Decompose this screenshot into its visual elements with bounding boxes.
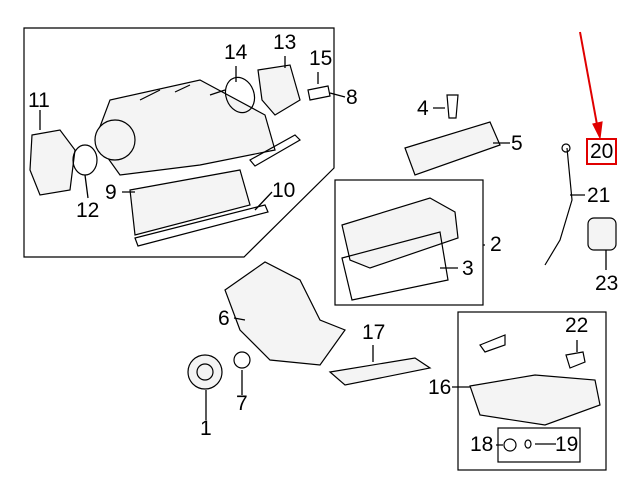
pulley-icon [187, 354, 223, 390]
leader-lines [39, 56, 607, 446]
throttle-body-icon [29, 129, 76, 196]
timing-cover-icon [224, 261, 346, 366]
callout-20[interactable]: 20 [586, 138, 618, 165]
callout-13: 13 [273, 31, 297, 54]
lower-manifold-icon [129, 169, 251, 236]
callout-7: 7 [236, 392, 248, 415]
callout-10: 10 [272, 179, 296, 202]
callout-19: 19 [555, 433, 579, 456]
callout-22: 22 [565, 314, 589, 337]
red-pointer-arrow [579, 31, 599, 131]
callout-2: 2 [490, 233, 502, 256]
callout-18: 18 [470, 433, 494, 456]
oil-sensor-icon [565, 351, 586, 369]
callout-1: 1 [200, 417, 212, 440]
engine-cover-icon [404, 121, 501, 176]
intake-group-frame [23, 27, 335, 258]
dipstick-icon [544, 147, 573, 266]
callout-14: 14 [224, 41, 248, 64]
callout-23: 23 [595, 272, 619, 295]
callout-17: 17 [362, 321, 386, 344]
callout-16: 16 [428, 376, 452, 399]
oil-pan-icon [469, 374, 601, 426]
callout-9: 9 [105, 181, 117, 204]
seal-icon [233, 351, 251, 369]
callout-12: 12 [76, 199, 100, 222]
callout-6: 6 [218, 307, 230, 330]
plate-gasket-icon [224, 76, 256, 114]
oil-filter-icon [587, 217, 617, 251]
sensor-icon [307, 85, 331, 101]
callout-8: 8 [346, 86, 358, 109]
callout-11: 11 [28, 89, 50, 112]
callout-21: 21 [587, 184, 611, 207]
valve-cover-gasket-icon [341, 231, 449, 301]
intake-manifold-icon [94, 79, 276, 176]
drain-gasket-icon [524, 439, 532, 449]
callout-15: 15 [309, 47, 333, 70]
throttle-gasket-icon [72, 144, 98, 176]
heat-shield-icon [328, 357, 432, 386]
valve-cover-group-frame [334, 179, 484, 306]
cap-icon [446, 94, 459, 119]
callout-4: 4 [417, 97, 429, 120]
cover-plate-icon [257, 64, 301, 116]
drain-plug-icon [503, 438, 517, 452]
oil-pan-group-frame [457, 311, 607, 471]
callout-3: 3 [462, 257, 474, 280]
callout-5: 5 [511, 132, 523, 155]
tube-icon [249, 134, 301, 167]
manifold-gasket-icon [134, 204, 269, 247]
bracket-icon [479, 334, 506, 353]
